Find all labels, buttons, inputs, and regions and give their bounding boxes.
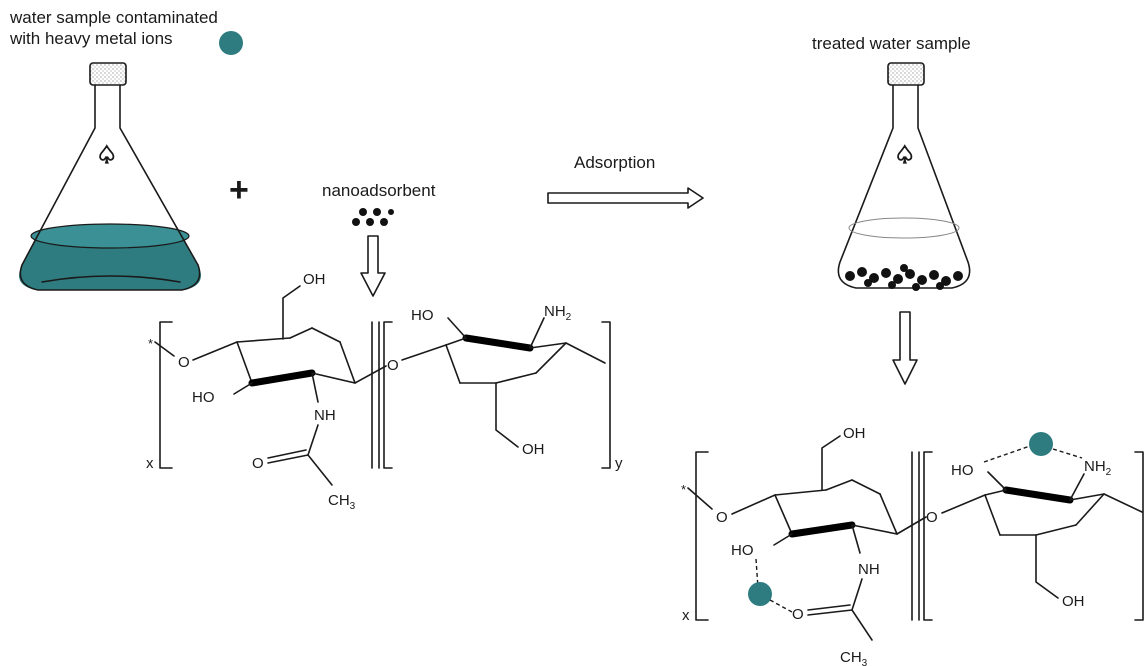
glycosidic-o-left: O <box>178 354 190 371</box>
bound-metal-ion-1 <box>748 582 772 606</box>
nanoparticle-cluster-icon <box>352 208 394 226</box>
nanoadsorbent-label: nanoadsorbent <box>322 181 436 200</box>
treated-water-label: treated water sample <box>812 34 971 53</box>
oh-ring2-left: OH <box>522 441 545 458</box>
treated-flask-icon: ♤ <box>837 62 971 291</box>
nh2-right: NH2 <box>1084 458 1112 478</box>
repeat-unit-x-label-right: x <box>682 607 690 624</box>
ho-c3-left: HO <box>192 389 215 406</box>
coordination-bond-2a <box>983 445 1031 463</box>
spade-icon-left: ♤ <box>96 142 118 169</box>
chain-end-star-right: * <box>681 482 686 497</box>
glycosidic-o-middle: O <box>387 357 399 374</box>
spade-icon-right: ♤ <box>894 142 916 169</box>
glycosidic-o-right-middle: O <box>926 509 938 526</box>
o-carbonyl-left: O <box>252 455 264 472</box>
oh-ring2-right: OH <box>1062 593 1085 610</box>
coordination-bond-1b <box>769 599 793 613</box>
contaminated-flask-icon: ♤ <box>19 62 201 291</box>
coordination-bond-2b <box>1052 448 1083 459</box>
adsorption-arrow <box>547 187 704 209</box>
down-arrow-nanoadsorbent <box>360 235 386 297</box>
adsorption-label: Adsorption <box>574 153 655 172</box>
contaminated-label-line2: with heavy metal ions <box>9 29 173 48</box>
nh2-left: NH2 <box>544 303 572 323</box>
plus-sign: + <box>229 171 249 209</box>
ho-c3-right: HO <box>731 542 754 559</box>
ho-ring2-right: HO <box>951 462 974 479</box>
bound-metal-ion-2 <box>1029 432 1053 456</box>
nh-right: NH <box>858 561 880 578</box>
ho-ring2-left: HO <box>411 307 434 324</box>
nh-left: NH <box>314 407 336 424</box>
repeat-unit-y-label: y <box>615 455 623 472</box>
o-carbonyl-right: O <box>792 606 804 623</box>
oh-c6-right: OH <box>843 425 866 442</box>
heavy-metal-ion-legend-icon <box>219 31 243 55</box>
contaminated-label-line1: water sample contaminated <box>9 8 218 27</box>
ch3-left: CH3 <box>328 492 356 512</box>
repeat-unit-x-label: x <box>146 455 154 472</box>
ch3-right: CH3 <box>840 649 868 666</box>
chitosan-structure-left: x y * O OH HO NH O CH3 O <box>146 271 623 512</box>
chitosan-structure-right: x * O OH HO NH O CH3 O <box>681 425 1144 666</box>
chain-end-star: * <box>148 336 153 351</box>
oh-c6-left: OH <box>303 271 326 288</box>
glycosidic-o-right-end: O <box>716 509 728 526</box>
down-arrow-treated <box>892 311 918 385</box>
